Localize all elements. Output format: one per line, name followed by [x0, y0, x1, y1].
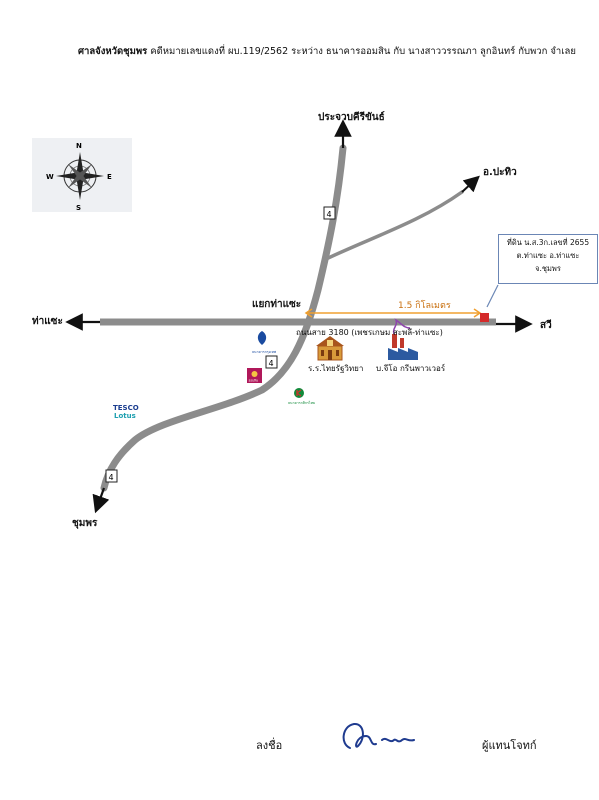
court-name: ศาลจังหวัดชุมพร	[78, 46, 148, 57]
tesco-lotus-logo: TESCO Lotus	[113, 404, 139, 420]
signature-mark	[342, 723, 415, 749]
route-shield-1-label: 4	[327, 210, 332, 219]
route-shield-3: 4	[105, 469, 118, 483]
route-shield-2-label: 4	[269, 359, 274, 368]
infobox-line2: ต.ท่าแซะ อ.ท่าแซะ	[516, 251, 580, 260]
kbank-logo: ธนาคารกสิกรไทย	[288, 388, 315, 405]
sign-label: ลงชื่อ	[256, 739, 283, 752]
factory-icon	[388, 318, 418, 360]
compass-icon: N S E W	[46, 142, 112, 212]
compass-rose: N S E W	[32, 138, 132, 212]
gsb-label: ออมสิน	[249, 379, 258, 383]
label-pathio: อ.ปะทิว	[483, 167, 517, 178]
label-prachuap: ประจวบคีรีขันธ์	[318, 112, 385, 123]
arrow-pathio	[461, 175, 480, 193]
label-company: บ.จีโอ กรีนพาวเวอร์	[376, 364, 446, 373]
label-tha-sae: ท่าแซะ	[32, 316, 63, 327]
label-school: ร.ร.ไทยรัฐวิทยา	[308, 364, 364, 373]
infobox-line1: ที่ดิน น.ส.3ก.เลขที่ 2655	[506, 238, 590, 247]
property-marker	[480, 313, 489, 322]
compass-s: S	[76, 204, 81, 212]
document-header: ศาลจังหวัดชุมพร คดีหมายเลขแดงที่ ผบ.119/…	[78, 44, 576, 59]
label-intersection: แยกท่าแซะ	[252, 299, 302, 310]
label-chumphon: ชุมพร	[72, 518, 98, 529]
property-infobox: ที่ดิน น.ส.3ก.เลขที่ 2655 ต.ท่าแซะ อ.ท่า…	[498, 234, 598, 284]
lotus-label: Lotus	[114, 412, 136, 420]
infobox-line3: จ.ชุมพร	[535, 264, 561, 273]
arrow-south	[92, 487, 110, 514]
branch-road-pathio	[322, 190, 464, 262]
role-label: ผู้แทนโจทก์	[482, 739, 537, 752]
gsb-logo: ออมสิน	[247, 368, 262, 383]
route-4-road	[100, 144, 347, 492]
compass-w: W	[46, 173, 54, 181]
route-shield-3-label: 4	[109, 473, 114, 482]
label-distance: 1.5 กิโลเมตร	[398, 301, 451, 311]
bangkok-bank-label: ธนาคารกรุงเทพ	[252, 350, 277, 355]
kbank-label: ธนาคารกสิกรไทย	[288, 400, 315, 405]
case-text: คดีหมายเลขแดงที่ ผบ.119/2562 ระหว่าง ธนา…	[150, 46, 576, 57]
bangkok-bank-logo: ธนาคารกรุงเทพ	[252, 331, 277, 355]
infobox-pointer	[486, 284, 499, 308]
compass-e: E	[107, 173, 112, 181]
route-shield-2: 4	[265, 355, 278, 369]
compass-n: N	[76, 142, 82, 150]
school-icon	[316, 336, 344, 361]
label-road-3180: ถนนสาย 3180 (เพชรเกษม สะพลี-ท่าแซะ)	[296, 328, 443, 337]
route-shield-1: 4	[323, 206, 336, 220]
tesco-label: TESCO	[113, 404, 139, 412]
label-sawi: สวี	[540, 320, 552, 331]
